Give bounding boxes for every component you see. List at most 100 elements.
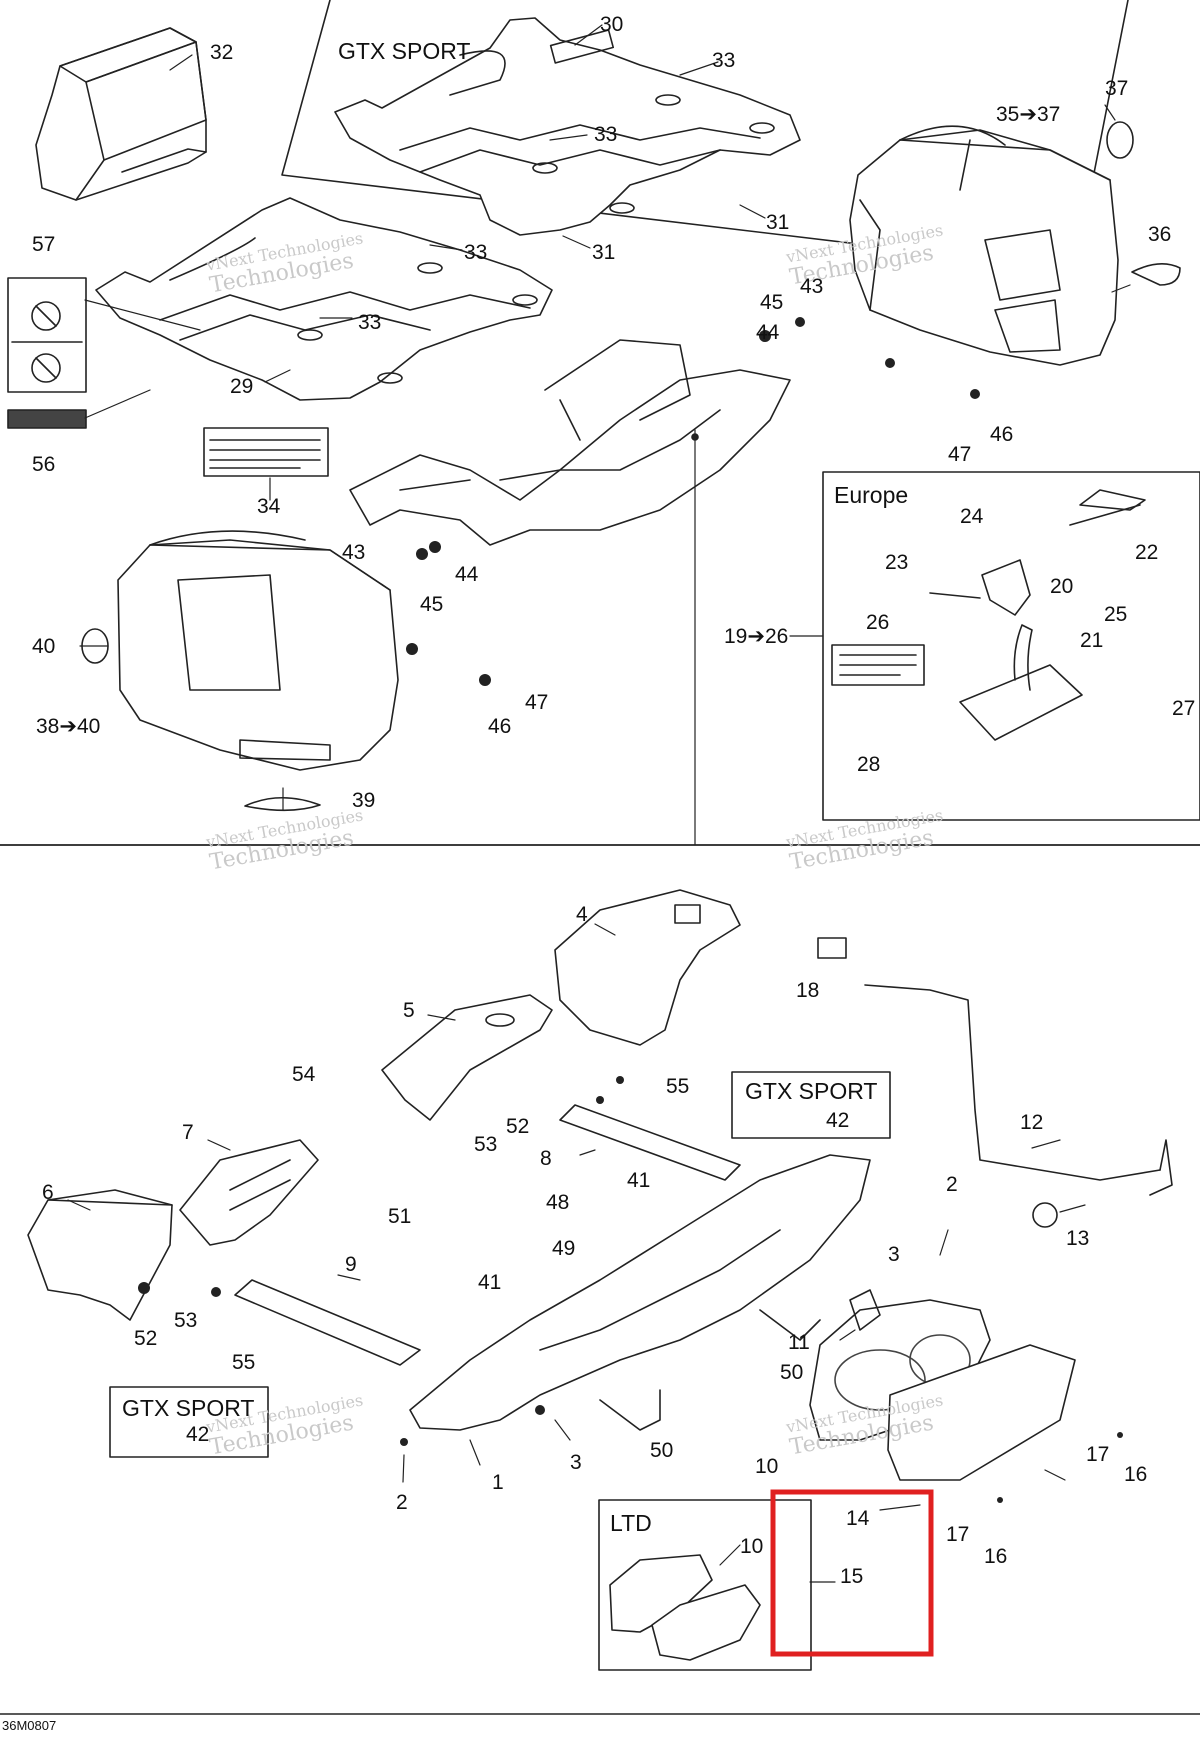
callout-31: 31 — [592, 241, 616, 264]
callout-50: 50 — [650, 1439, 674, 1462]
part-38-case — [117, 530, 399, 771]
callout-2: 2 — [946, 1173, 958, 1196]
callout-47: 47 — [948, 443, 972, 466]
callout-40: 40 — [32, 635, 56, 658]
callout-13: 13 — [1066, 1227, 1090, 1250]
callout-17: 17 — [1086, 1443, 1110, 1466]
callout-39: 39 — [352, 789, 376, 812]
callout-45: 45 — [760, 291, 784, 314]
ltd-lens — [651, 1584, 761, 1661]
callout-20: 20 — [1050, 575, 1074, 598]
callout-33: 33 — [712, 49, 736, 72]
callout-16: 16 — [1124, 1463, 1148, 1486]
callout-9: 9 — [345, 1253, 357, 1276]
callout-15: 15 — [840, 1565, 864, 1588]
top-carrier — [349, 339, 791, 546]
section-gtx-sport-low: GTX SPORT — [122, 1395, 255, 1421]
callout-3: 3 — [888, 1243, 900, 1266]
callout-52: 52 — [506, 1115, 530, 1138]
part-29-rack — [95, 197, 553, 401]
callout-24: 24 — [960, 505, 984, 528]
part-37-disc — [1106, 121, 1134, 159]
callout-10: 10 — [740, 1535, 764, 1558]
callout-27: 27 — [1172, 697, 1196, 720]
callout-49: 49 — [552, 1237, 576, 1260]
callout-42: 42 — [186, 1423, 210, 1446]
gtx-sport-mid-frame — [731, 1071, 891, 1139]
callout-45: 45 — [420, 593, 444, 616]
callout-47: 47 — [525, 691, 549, 714]
callout-10: 10 — [755, 1455, 779, 1478]
part-7-bracket — [179, 1139, 319, 1246]
callout-11: 11 — [788, 1331, 810, 1354]
leader-lines — [67, 24, 1131, 1583]
part-1-carrier — [409, 1154, 871, 1431]
callout-32: 32 — [210, 41, 234, 64]
europe-frame — [822, 471, 1200, 821]
callout-41: 41 — [478, 1271, 502, 1294]
label-57 — [7, 277, 87, 393]
callout-33: 33 — [464, 241, 488, 264]
part-14-lens — [887, 1344, 1076, 1481]
callout-41: 41 — [627, 1169, 651, 1192]
section-ltd: LTD — [610, 1510, 652, 1536]
callout-50: 50 — [780, 1361, 804, 1384]
part-12-harness — [864, 984, 1161, 1181]
callout-26: 26 — [866, 611, 890, 634]
section-gtx-sport-top: GTX SPORT — [338, 38, 471, 64]
callout-2: 2 — [396, 1491, 408, 1514]
callout-53: 53 — [174, 1309, 198, 1332]
part-4-bracket — [554, 889, 741, 1046]
callout-43: 43 — [342, 541, 366, 564]
callout-36: 36 — [1148, 223, 1172, 246]
part-30-rack — [334, 17, 801, 236]
callout-16: 16 — [984, 1545, 1008, 1568]
hardware — [138, 317, 1123, 1503]
part-8-rail — [559, 1104, 741, 1181]
part-35-case — [849, 125, 1119, 366]
label-56 — [7, 409, 87, 429]
callout-46: 46 — [488, 715, 512, 738]
callout-6: 6 — [42, 1181, 54, 1204]
callout-33: 33 — [594, 123, 618, 146]
callout-7: 7 — [182, 1121, 194, 1144]
part-36-reflector — [1131, 263, 1181, 286]
callout-35-37: 35➔37 — [996, 103, 1061, 126]
callout-31: 31 — [766, 211, 790, 234]
part-18-connector — [817, 937, 847, 959]
callout-53: 53 — [474, 1133, 498, 1156]
callout-48: 48 — [546, 1191, 570, 1214]
part-13-bulb — [1032, 1202, 1058, 1228]
callout-55: 55 — [666, 1075, 690, 1098]
callout-44: 44 — [455, 563, 479, 586]
part-6-cover — [27, 1189, 173, 1321]
part-9-rail — [234, 1279, 421, 1366]
callout-55: 55 — [232, 1351, 256, 1374]
callout-8: 8 — [540, 1147, 552, 1170]
part-39-reflector — [244, 796, 321, 812]
callout-28: 28 — [857, 753, 881, 776]
callout-18: 18 — [796, 979, 820, 1002]
callout-33: 33 — [358, 311, 382, 334]
callout-54: 54 — [292, 1063, 316, 1086]
part-11-socket — [849, 1289, 881, 1331]
callout-34: 34 — [257, 495, 281, 518]
callout-43: 43 — [800, 275, 824, 298]
callout-51: 51 — [388, 1205, 412, 1228]
callout-42: 42 — [826, 1109, 850, 1132]
part-5-bracket — [381, 994, 553, 1121]
callout-29: 29 — [230, 375, 254, 398]
drawing-code: 36M0807 — [2, 1718, 57, 1733]
callout-1: 1 — [492, 1471, 504, 1494]
callout-25: 25 — [1104, 603, 1128, 626]
callout-4: 4 — [576, 903, 588, 926]
callout-3: 3 — [570, 1451, 582, 1474]
callout-14: 14 — [846, 1507, 870, 1530]
section-gtx-sport-mid: GTX SPORT — [745, 1078, 878, 1104]
callout-52: 52 — [134, 1327, 158, 1350]
highlight-box — [770, 1489, 934, 1657]
callout-57: 57 — [32, 233, 56, 256]
callout-12: 12 — [1020, 1111, 1044, 1134]
gtx-sport-top-frame — [281, 0, 1129, 271]
